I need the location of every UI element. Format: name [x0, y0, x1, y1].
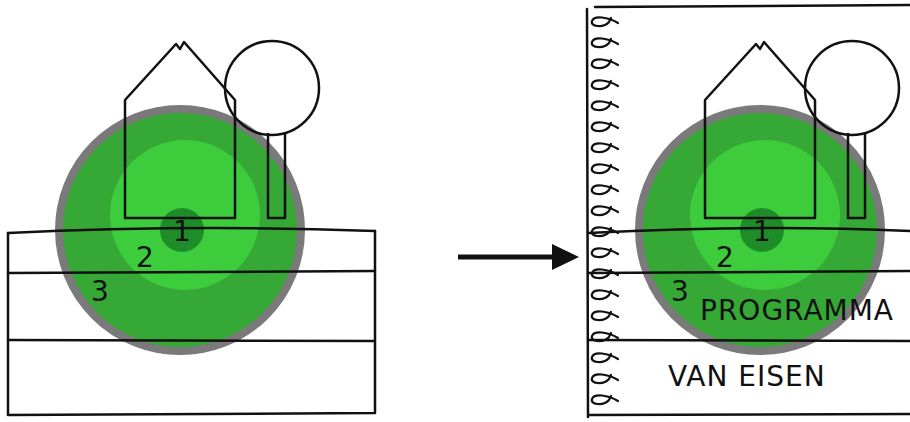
ground-layer-line: [588, 340, 910, 341]
spiral-coil: [592, 59, 618, 68]
spiral-coil: [592, 206, 618, 215]
spiral-coil: [592, 101, 618, 110]
notebook-border: [587, 5, 910, 417]
zone-number: 3: [671, 278, 689, 306]
spiral-coil: [592, 38, 618, 47]
zone-number: 1: [753, 218, 771, 246]
zone-circle: 21: [110, 140, 260, 290]
spiral-coil: [592, 80, 618, 89]
tree-trunk: [268, 134, 285, 218]
ground-layer-line: [588, 228, 910, 233]
notebook: PROGRAMMA VAN EISEN321: [585, 5, 910, 417]
zone-circle: 1: [740, 208, 784, 252]
arrow-head: [552, 244, 579, 270]
zone-fill: [740, 208, 784, 252]
notebook-title: PROGRAMMA VAN EISEN: [668, 278, 908, 410]
zone-fill: [639, 109, 881, 351]
spiral-coil: [592, 227, 618, 236]
left-sketch: [8, 41, 375, 415]
zone-circle: 321: [55, 105, 305, 355]
right-sketch: [588, 41, 910, 341]
spiral-coil: [592, 290, 618, 299]
zone-number: 2: [136, 244, 154, 272]
spiral-coil: [592, 17, 618, 26]
spiral-coil: [592, 248, 618, 257]
arrow-shaft: [458, 255, 556, 260]
ground-layer-line: [588, 271, 910, 273]
ground-layer-line: [8, 228, 375, 233]
notebook-spiral: [592, 17, 618, 404]
zone-number: 2: [716, 244, 734, 272]
zone-number: 1: [173, 218, 191, 246]
zone-fill: [110, 140, 260, 290]
spiral-coil: [592, 311, 618, 320]
ground-layer-line: [8, 271, 375, 273]
spiral-coil: [592, 269, 618, 278]
zone-circle: 1: [160, 208, 204, 252]
house-outline: [125, 42, 235, 218]
zone-fill: [59, 109, 301, 351]
spiral-coil: [592, 332, 618, 341]
zone-number: 3: [91, 278, 109, 306]
ground-layer-line: [8, 340, 375, 341]
spiral-coil: [592, 164, 618, 173]
spiral-coil: [592, 122, 618, 131]
spiral-coil: [592, 374, 618, 383]
zone-fill: [160, 208, 204, 252]
tree-crown: [225, 41, 319, 135]
spiral-coil: [592, 185, 618, 194]
spiral-coil: [592, 143, 618, 152]
ground-layer-frame: [8, 231, 375, 415]
spiral-coil: [592, 395, 618, 404]
zone-fill: [690, 140, 840, 290]
house-outline: [705, 42, 815, 218]
tree-trunk: [848, 134, 865, 218]
tree-crown: [805, 41, 899, 135]
spiral-coil: [592, 353, 618, 362]
zone-circle: 21: [690, 140, 840, 290]
transform-arrow: [458, 244, 579, 270]
